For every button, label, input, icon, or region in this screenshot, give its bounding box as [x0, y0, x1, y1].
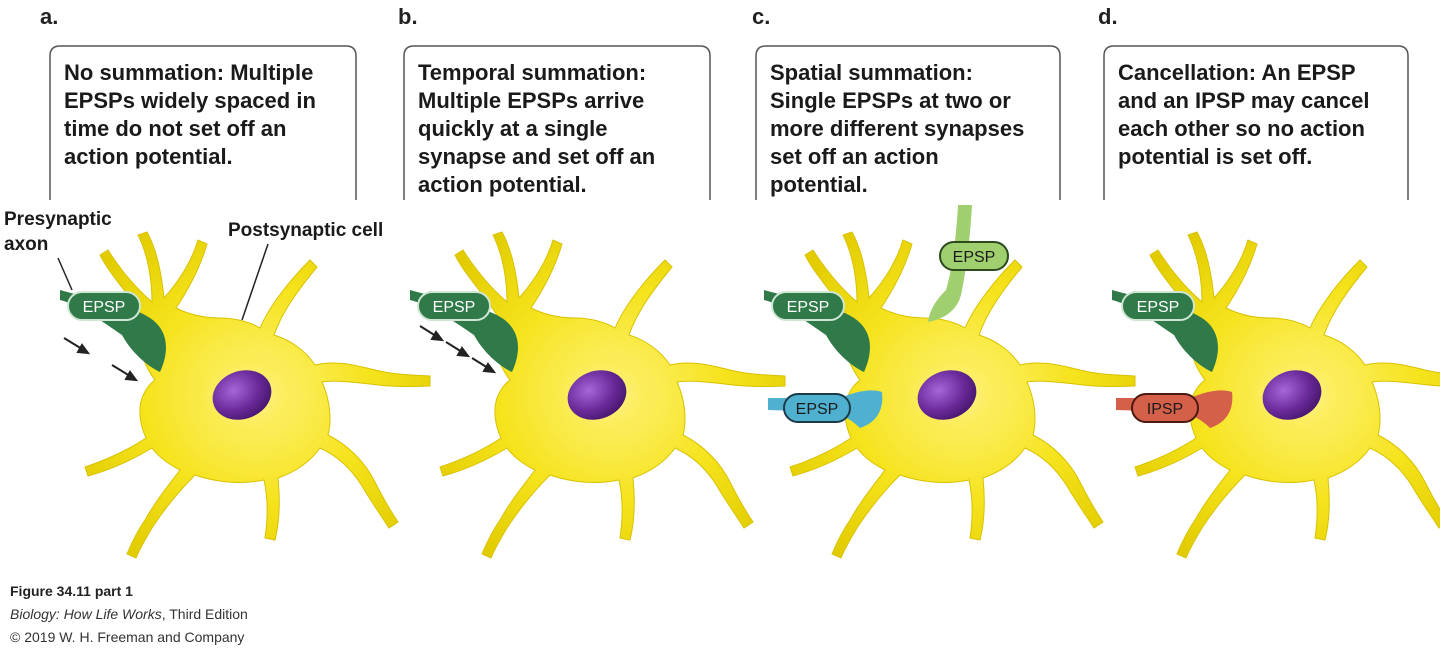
- panel-description: Spatial summation: Single EPSPs at two o…: [770, 60, 1030, 197]
- book-title: Biology: How Life Works: [10, 606, 162, 622]
- panel-b: b. Temporal summation: Multiple EPSPs ar…: [398, 4, 786, 559]
- book-edition: , Third Edition: [161, 606, 248, 622]
- presynaptic-axon: [928, 205, 972, 322]
- signal-arrows: [63, 337, 139, 382]
- epsp-label: EPSP: [83, 299, 126, 316]
- text-box: [755, 45, 1061, 200]
- panel-d: d. Cancellation: An EPSP and an IPSP may…: [1098, 4, 1440, 559]
- epsp-tag: [1121, 291, 1195, 321]
- panel-description: No summation: Multiple EPSPs widely spac…: [64, 60, 322, 169]
- panel-c: c. Spatial summation: Single EPSPs at tw…: [752, 4, 1136, 559]
- panel-description: Temporal summation: Multiple EPSPs arriv…: [418, 60, 661, 197]
- epsp-tag: [783, 393, 851, 423]
- figure-caption: Figure 34.11 part 1 Biology: How Life Wo…: [10, 580, 248, 649]
- presynaptic-label: Presynaptic axon: [4, 209, 117, 255]
- copyright: © 2019 W. H. Freeman and Company: [10, 629, 245, 645]
- panel-letter: b.: [398, 4, 418, 29]
- panel-letter: c.: [752, 4, 770, 29]
- postsynaptic-leader-line: [241, 243, 269, 321]
- postsynaptic-neuron: [439, 231, 786, 559]
- text-box: [403, 45, 711, 200]
- postsynaptic-neuron: [84, 231, 431, 559]
- text-box: [1103, 45, 1409, 200]
- epsp-tag: [939, 241, 1009, 271]
- epsp-label: EPSP: [953, 249, 996, 266]
- epsp-tag: [417, 291, 491, 321]
- ipsp-label: IPSP: [1147, 401, 1183, 418]
- panel-a: a. No summation: Multiple EPSPs widely s…: [4, 4, 431, 559]
- figure-number: Figure 34.11 part 1: [10, 583, 133, 599]
- presynaptic-leader-line: [57, 257, 73, 291]
- panel-letter: d.: [1098, 4, 1118, 29]
- panel-letter: a.: [40, 4, 58, 29]
- panel-description: Cancellation: An EPSP and an IPSP may ca…: [1118, 60, 1376, 169]
- ipsp-tag: [1131, 393, 1199, 423]
- book-credit: Biology: How Life Works, Third Edition: [10, 603, 248, 626]
- postsynaptic-label: Postsynaptic cell: [228, 220, 383, 241]
- epsp-tag: [771, 291, 845, 321]
- epsp-label: EPSP: [796, 401, 839, 418]
- text-box: [49, 45, 357, 200]
- signal-arrows: [419, 325, 497, 374]
- epsp-tag: [67, 291, 141, 321]
- epsp-label: EPSP: [433, 299, 476, 316]
- epsp-label: EPSP: [787, 299, 830, 316]
- epsp-label: EPSP: [1137, 299, 1180, 316]
